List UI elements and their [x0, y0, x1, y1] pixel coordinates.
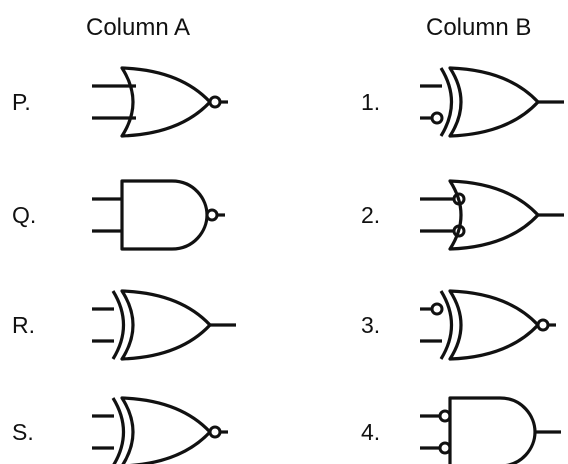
- column-a-header: Column A: [86, 14, 190, 41]
- xor-input-arc: [439, 290, 453, 360]
- row-label: R.: [12, 312, 35, 338]
- and-gate-symbol: [420, 396, 561, 464]
- or-gate-symbol: [420, 66, 564, 138]
- and-gate-symbol: [92, 179, 225, 251]
- row-label: 2.: [361, 202, 380, 228]
- or-gate-body: [120, 396, 212, 464]
- or-gate-symbol: [92, 66, 228, 138]
- or-gate-symbol: [92, 396, 228, 464]
- column-b: 1. 2. 3. 4.: [361, 66, 564, 464]
- and-gate-body: [120, 179, 209, 251]
- input-inversion-bubble: [430, 111, 444, 125]
- b-row-3: 3.: [361, 289, 556, 361]
- b-row-2: 2.: [361, 179, 564, 251]
- a-row-3: R.: [12, 289, 236, 361]
- output-inversion-bubble: [536, 318, 550, 332]
- or-gate-body: [120, 66, 212, 138]
- b-row-4: 4.: [361, 396, 561, 464]
- row-label: S.: [12, 419, 34, 445]
- row-label: Q.: [12, 202, 36, 228]
- a-row-2: Q.: [12, 179, 225, 251]
- b-row-1: 1.: [361, 66, 564, 138]
- a-row-4: S.: [12, 396, 228, 464]
- input-inversion-bubble: [430, 302, 444, 316]
- or-gate-symbol: [420, 179, 564, 251]
- row-label: 1.: [361, 89, 380, 115]
- or-gate-body: [448, 289, 540, 361]
- or-gate-symbol: [420, 289, 556, 361]
- column-b-header: Column B: [426, 14, 531, 41]
- row-label: 4.: [361, 419, 380, 445]
- xor-input-arc: [111, 397, 125, 464]
- or-gate-symbol: [92, 289, 236, 361]
- row-label: 3.: [361, 312, 380, 338]
- or-gate-body: [448, 66, 540, 138]
- or-gate-body: [448, 179, 540, 251]
- xor-input-arc: [439, 67, 453, 137]
- column-a: P. Q. R. S.: [12, 66, 236, 464]
- or-gate-body: [120, 289, 212, 361]
- xor-input-arc: [111, 290, 125, 360]
- and-gate-body: [448, 396, 537, 464]
- output-inversion-bubble: [208, 95, 222, 109]
- row-label: P.: [12, 89, 31, 115]
- a-row-1: P.: [12, 66, 228, 138]
- output-inversion-bubble: [205, 208, 219, 222]
- output-inversion-bubble: [208, 425, 222, 439]
